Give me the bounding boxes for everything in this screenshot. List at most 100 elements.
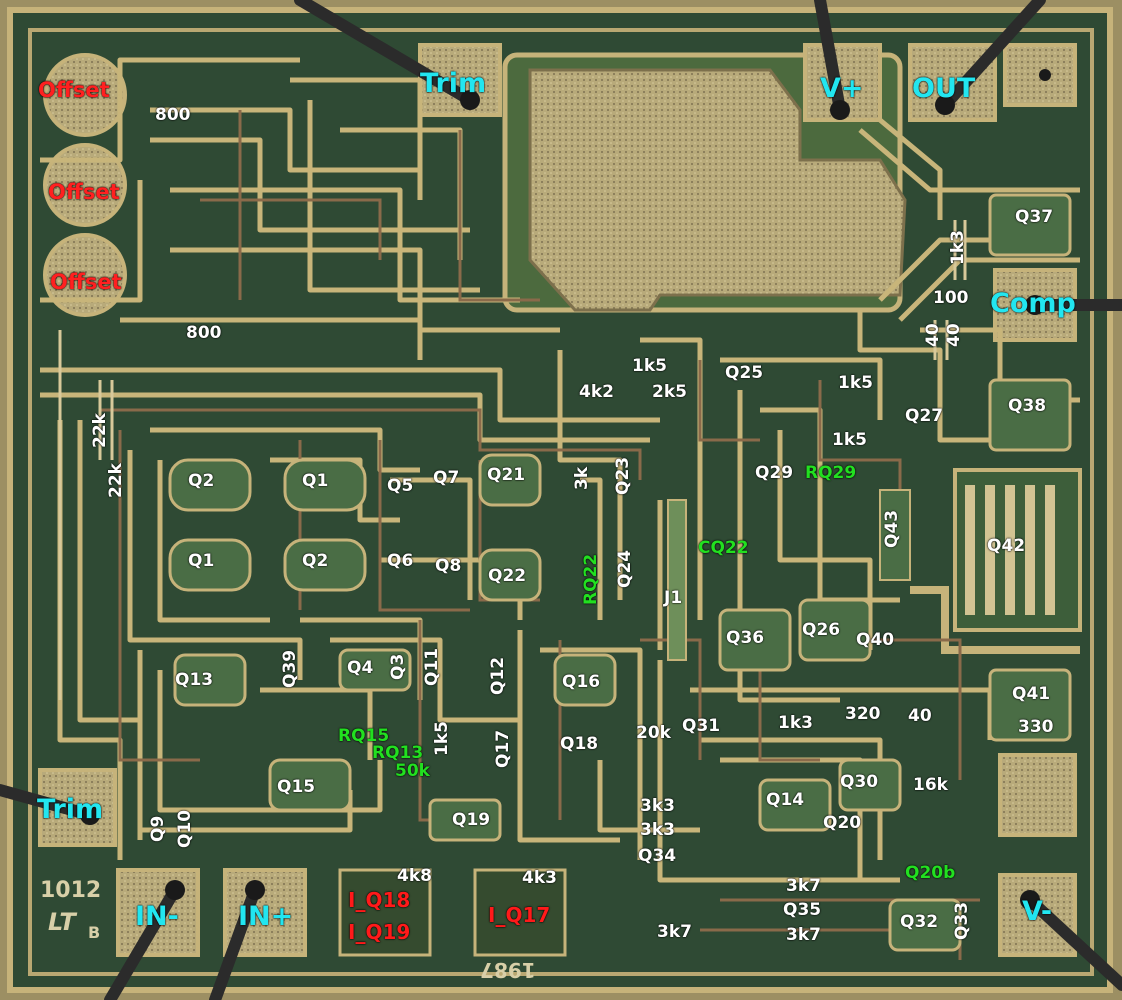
label-q2b: Q2 — [302, 551, 329, 571]
label-r3k7a: 3k7 — [786, 876, 821, 896]
die-revision: B — [88, 923, 101, 942]
offset-label-3: Offset — [50, 270, 122, 294]
pin-out: OUT — [912, 73, 976, 104]
label-q25: Q25 — [725, 363, 764, 383]
offset-label-1: Offset — [38, 78, 110, 102]
lt-logo: LT — [48, 908, 76, 936]
label-q33: Q33 — [952, 901, 972, 940]
label-q35: Q35 — [783, 900, 822, 920]
label-q30: Q30 — [840, 772, 879, 792]
label-r22kb: 22k — [106, 463, 126, 498]
label-q40: Q40 — [856, 630, 895, 650]
pin-trim-top: Trim — [420, 68, 487, 99]
label-r40b: 40 — [944, 323, 964, 347]
label-q29: Q29 — [755, 463, 794, 483]
label-q31: Q31 — [682, 716, 721, 736]
label-j1: J1 — [664, 588, 683, 608]
pin-v-plus: V+ — [820, 73, 864, 104]
label-i-q17: I_Q17 — [488, 903, 551, 927]
label-q24: Q24 — [615, 549, 635, 588]
label-r1k5b: 1k5 — [838, 373, 873, 393]
label-r1k5d: 1k5 — [432, 721, 452, 756]
label-r1k3b: 1k3 — [778, 713, 813, 733]
label-q16: Q16 — [562, 672, 601, 692]
label-q21: Q21 — [487, 465, 526, 485]
label-r1k5a: 1k5 — [632, 356, 667, 376]
label-r1k5c: 1k5 — [832, 430, 867, 450]
label-rq29: RQ29 — [805, 463, 857, 483]
label-r100: 100 — [933, 288, 969, 308]
label-q13: Q13 — [175, 670, 214, 690]
pin-v-minus: V- — [1022, 896, 1053, 927]
label-r800a: 800 — [155, 105, 191, 125]
label-q10: Q10 — [175, 809, 195, 848]
label-q4: Q4 — [347, 658, 374, 678]
label-r330: 330 — [1018, 717, 1054, 737]
label-q1b: Q1 — [188, 551, 215, 571]
label-q9: Q9 — [148, 815, 168, 842]
label-r40a: 40 — [923, 323, 943, 347]
label-q32: Q32 — [900, 912, 939, 932]
label-q17: Q17 — [493, 729, 513, 768]
label-i-q18: I_Q18 — [348, 888, 411, 912]
label-q2a: Q2 — [188, 471, 215, 491]
label-q39: Q39 — [280, 649, 300, 688]
label-50k: 50k — [395, 761, 430, 781]
pin-trim-left: Trim — [37, 794, 104, 825]
label-q19: Q19 — [452, 810, 491, 830]
die-part-number: 1012 — [40, 878, 102, 903]
label-cq22: CQ22 — [698, 538, 749, 558]
label-q1a: Q1 — [302, 471, 329, 491]
label-i-q19: I_Q19 — [348, 920, 411, 944]
label-q5: Q5 — [387, 476, 414, 496]
label-r22ka: 22k — [90, 413, 110, 448]
label-r320: 320 — [845, 704, 881, 724]
label-q37: Q37 — [1015, 207, 1054, 227]
label-q18: Q18 — [560, 734, 599, 754]
label-r3k7c: 3k7 — [657, 922, 692, 942]
pin-in-minus: IN- — [135, 901, 179, 932]
label-r40c: 40 — [908, 706, 932, 726]
label-r3k7b: 3k7 — [786, 925, 821, 945]
label-rq13: RQ13 — [372, 743, 424, 763]
label-q20: Q20 — [823, 813, 862, 833]
label-r2k5: 2k5 — [652, 382, 687, 402]
label-q43: Q43 — [882, 509, 902, 548]
label-q8: Q8 — [435, 556, 462, 576]
label-q12: Q12 — [488, 656, 508, 695]
pin-comp: Comp — [990, 288, 1076, 319]
label-q6: Q6 — [387, 551, 414, 571]
label-q23: Q23 — [613, 456, 633, 495]
label-q34: Q34 — [638, 846, 677, 866]
label-rq15: RQ15 — [338, 726, 390, 746]
label-r4k8: 4k8 — [397, 866, 432, 886]
label-q36: Q36 — [726, 628, 765, 648]
label-r16k: 16k — [913, 775, 948, 795]
label-q38: Q38 — [1008, 396, 1047, 416]
pin-in-plus: IN+ — [238, 901, 294, 932]
label-q7: Q7 — [433, 468, 460, 488]
label-r3k: 3k — [572, 466, 592, 490]
label-q27: Q27 — [905, 406, 944, 426]
label-r20k: 20k — [636, 723, 671, 743]
label-q26: Q26 — [802, 620, 841, 640]
label-r4k3: 4k3 — [522, 868, 557, 888]
label-r4k2: 4k2 — [579, 382, 614, 402]
die-year: 1987 — [480, 958, 536, 982]
label-r800b: 800 — [186, 323, 222, 343]
offset-label-2: Offset — [48, 180, 120, 204]
label-r3k3a: 3k3 — [640, 796, 675, 816]
label-r3k3b: 3k3 — [640, 820, 675, 840]
label-q11: Q11 — [422, 647, 442, 686]
label-q20b: Q20b — [905, 863, 956, 883]
label-r1k3a: 1k3 — [948, 230, 968, 265]
label-q14: Q14 — [766, 790, 805, 810]
label-q22: Q22 — [488, 566, 527, 586]
label-q41: Q41 — [1012, 684, 1051, 704]
label-q15: Q15 — [277, 777, 316, 797]
label-rq22: RQ22 — [581, 553, 601, 605]
label-q42: Q42 — [987, 536, 1026, 556]
label-q3: Q3 — [388, 653, 408, 680]
